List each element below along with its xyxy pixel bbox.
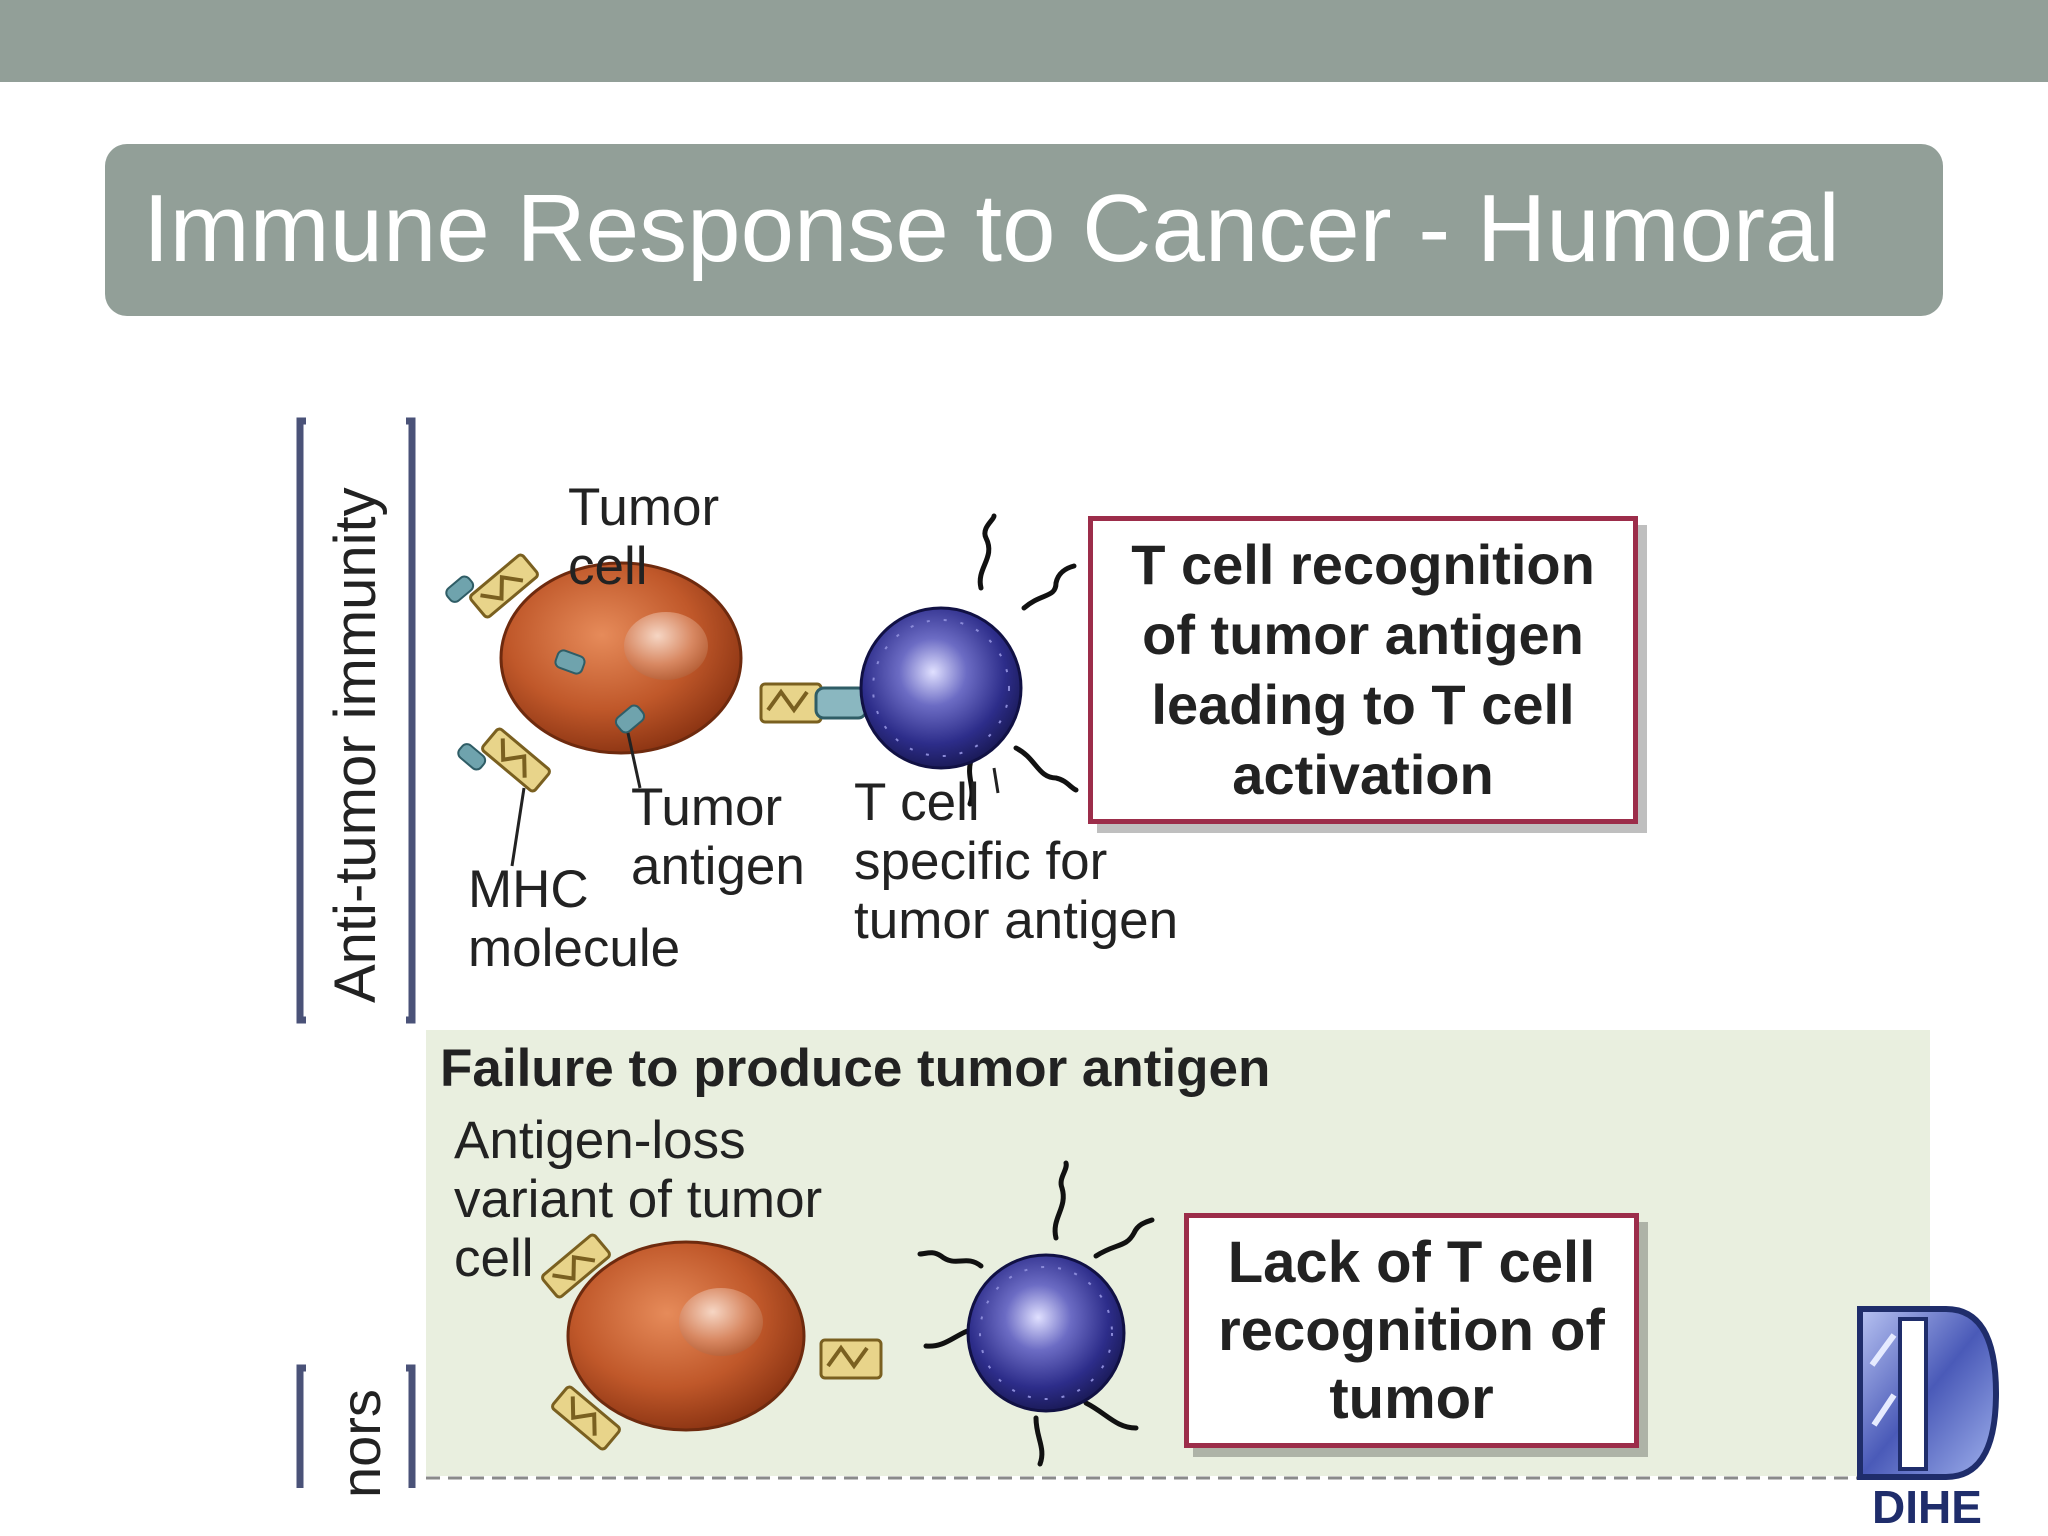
- pointer-lines: [510, 732, 1000, 867]
- t-cell-top: [859, 513, 1079, 807]
- mhc-empty-right: [819, 1338, 883, 1380]
- mhc-molecule-lower: [457, 727, 551, 793]
- dihe-logo-mark: [1857, 1306, 2000, 1480]
- dihe-logo: DIHE: [1854, 1305, 2000, 1533]
- bottom-panel-heading: Failure to produce tumor antigen: [440, 1039, 1271, 1098]
- tumor-cell-top: [499, 561, 743, 755]
- tumor-cell-bottom: [566, 1240, 806, 1432]
- section-label-anti-tumor: Anti-tumor immunity: [323, 487, 388, 1003]
- bottom-bracket: [296, 1364, 416, 1488]
- label-tumor-antigen: Tumor antigen: [631, 778, 805, 896]
- title-bar: Immune Response to Cancer - Humoral: [105, 144, 1943, 316]
- top-bracket: [296, 417, 416, 1024]
- slide-title: Immune Response to Cancer - Humoral: [143, 175, 1840, 282]
- mhc-empty-upper: [541, 1233, 611, 1299]
- section-label-bottom: nors: [329, 1389, 392, 1498]
- logo-text: DIHE: [1872, 1481, 1982, 1533]
- label-t-cell: T cell specific for tumor antigen: [854, 773, 1179, 950]
- mhc-molecule-upper: [445, 553, 539, 619]
- figure-graphics: [296, 417, 1930, 1488]
- label-antigen-loss-variant: Antigen-loss variant of tumor cell: [454, 1111, 823, 1288]
- mhc-empty-lower: [551, 1385, 621, 1451]
- label-mhc-molecule: MHC molecule: [468, 860, 681, 978]
- t-cell-bottom: [917, 1160, 1155, 1467]
- immune-response-figure: Anti-tumor immunity nors Tumor cell Tumo…: [276, 388, 1930, 1536]
- mhc-tcr-junction: [759, 682, 868, 724]
- header-band: [0, 0, 2048, 82]
- result-box-activation: T cell recognition of tumor antigen lead…: [1088, 516, 1638, 824]
- label-tumor-cell: Tumor cell: [568, 478, 720, 596]
- result-box-no-recognition: Lack of T cell recognition of tumor: [1184, 1213, 1639, 1448]
